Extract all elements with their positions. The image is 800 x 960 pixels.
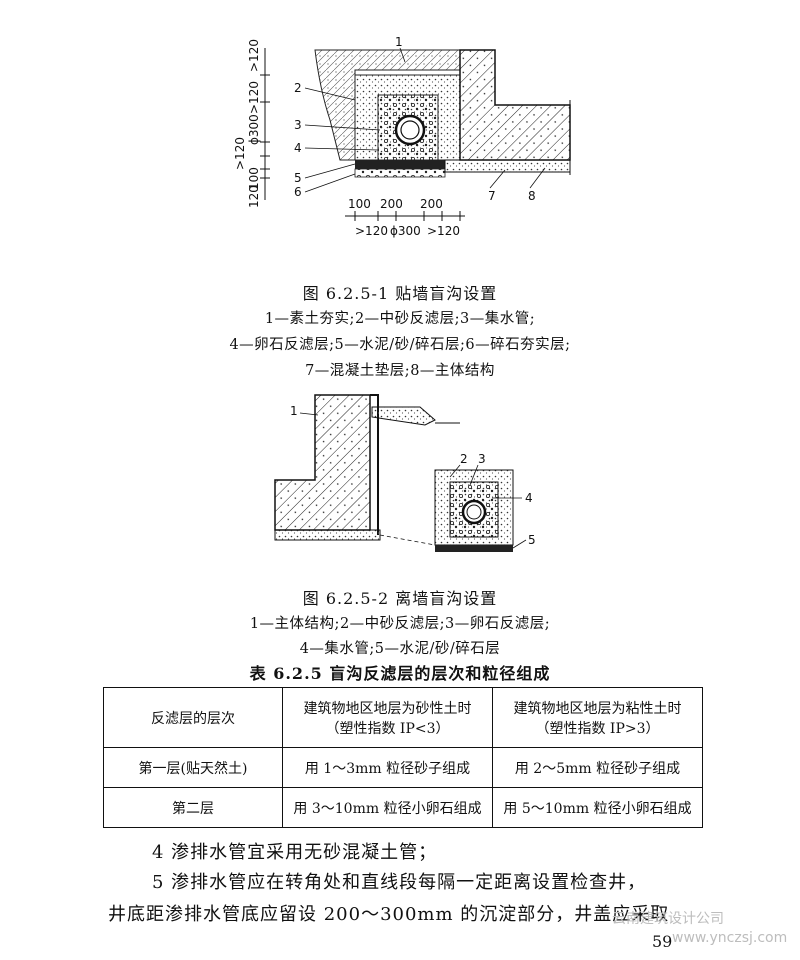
fig1-label-2: 2 [294, 81, 302, 95]
fig1-label-3: 3 [294, 118, 302, 132]
table-header-cell: 建筑物地区地层为砂性土时 （塑性指数 IP<3） [282, 687, 493, 748]
figure-1-drawing: >120 >120 ϕ300 >120 100 120 100 200 200 … [233, 35, 571, 238]
fig1-label-6: 6 [294, 185, 302, 199]
figure-2-legend-line-2: 4—集水管;5—水泥/砂/碎石层 [299, 641, 501, 657]
compacted-gravel-layer [354, 168, 446, 178]
dim-v-5: 100 [247, 167, 261, 190]
dim-h-top-3: 200 [420, 197, 443, 211]
filter-layer-table: 反滤层的层次 建筑物地区地层为砂性土时 （塑性指数 IP<3） 建筑物地区地层为… [103, 687, 703, 828]
figure-1-legend-line-3: 7—混凝土垫层;8—主体结构 [305, 363, 495, 379]
figure-2-caption: 图 6.2.5-2 离墙盲沟设置 [302, 589, 498, 608]
paragraph-item-4: 4 渗排水管宜采用无砂混凝土管； [152, 842, 438, 863]
fig2-cement-layer [435, 545, 513, 552]
fig1-label-1: 1 [395, 35, 403, 49]
fig1-label-5: 5 [294, 171, 302, 185]
watermark-line-1: 云南建筑设计公司 [612, 911, 724, 927]
dim-v-2: >120 [247, 81, 261, 114]
dim-v-3: ϕ300 [247, 114, 261, 145]
collector-pipe [394, 114, 426, 146]
table-row: 第二层 用 3～10mm 粒径小卵石组成 用 5～10mm 粒径小卵石组成 [103, 787, 703, 828]
table-title: 表 6.2.5 盲沟反滤层的层次和粒径组成 [249, 664, 551, 683]
watermark-line-2: www.ynczsj.com [672, 930, 788, 946]
fig2-label-4: 4 [525, 491, 533, 505]
paragraph-item-5-line-1: 5 渗排水管应在转角处和直线段每隔一定距离设置检查井， [152, 872, 647, 893]
figure-2-legend-line-1: 1—主体结构;2—中砂反滤层;3—卵石反滤层; [249, 616, 551, 632]
fig2-collector-pipe [461, 499, 487, 525]
dim-h-1: >120 [355, 224, 388, 238]
dim-v-6: 120 [247, 185, 261, 208]
table-header-cell: 建筑物地区地层为粘性土时 （塑性指数 IP>3） [492, 687, 703, 748]
dim-h-2: ϕ300 [390, 224, 421, 238]
table-cell: 第一层(贴天然土) [103, 747, 283, 788]
dim-v-1: >120 [247, 39, 261, 72]
table-cell: 用 3～10mm 粒径小卵石组成 [282, 787, 493, 828]
figure-1-legend-line-2: 4—卵石反滤层;5—水泥/砂/碎石层;6—碎石夯实层; [229, 337, 571, 353]
paragraph-item-5-line-2: 井底距渗排水管底应留设 200～300mm 的沉淀部分，井盖应采取 [108, 904, 670, 925]
figure-2-drawing: 1 2 3 4 5 [274, 394, 536, 552]
dim-v-4: >120 [233, 137, 247, 170]
dim-h-top-2: 200 [380, 197, 403, 211]
fig2-label-3: 3 [478, 452, 486, 466]
dim-h-3: >120 [427, 224, 460, 238]
fig1-label-4: 4 [294, 141, 302, 155]
figure-1-legend-line-1: 1—素土夯实;2—中砂反滤层;3—集水管; [264, 311, 536, 327]
table-header-cell: 反滤层的层次 [103, 687, 283, 748]
table-cell: 用 1～3mm 粒径砂子组成 [282, 747, 493, 788]
soil-slope [314, 49, 461, 161]
concrete-cushion [444, 159, 571, 173]
page-number: 59 [652, 932, 673, 951]
table-row: 第一层(贴天然土) 用 1～3mm 粒径砂子组成 用 2～5mm 粒径砂子组成 [103, 747, 703, 788]
figure-1-caption: 图 6.2.5-1 贴墙盲沟设置 [302, 284, 498, 303]
fig1-label-8: 8 [528, 189, 536, 203]
dim-h-top-1: 100 [348, 197, 371, 211]
fig2-base-layer [274, 529, 381, 541]
table-cell: 用 5～10mm 粒径小卵石组成 [492, 787, 703, 828]
table-cell: 用 2～5mm 粒径砂子组成 [492, 747, 703, 788]
main-structure [459, 49, 571, 161]
fig1-label-7: 7 [488, 189, 496, 203]
cement-layer [355, 160, 445, 169]
fig2-label-5: 5 [528, 533, 536, 547]
table-cell: 第二层 [103, 787, 283, 828]
fig2-label-1: 1 [290, 404, 298, 418]
fig2-label-2: 2 [460, 452, 468, 466]
